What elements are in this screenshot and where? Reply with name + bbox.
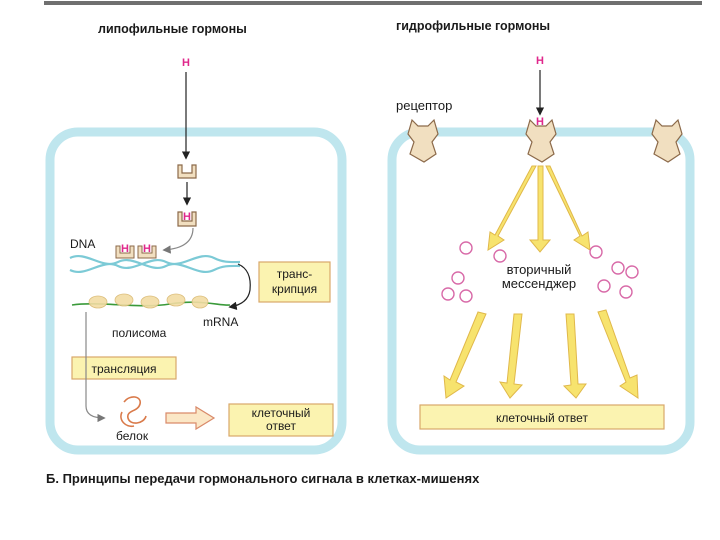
receptor-label: рецептор xyxy=(396,98,452,113)
label-line: транс- xyxy=(277,267,312,281)
signal-fan-arrows xyxy=(487,165,591,253)
dna-strand-b xyxy=(69,255,241,273)
dna-hormone-label-2: H xyxy=(143,243,151,255)
mrna-label: mRNA xyxy=(203,315,238,329)
dna-strand-a xyxy=(69,255,241,273)
top-rule xyxy=(44,1,702,5)
figure-caption: Б. Принципы передачи гормонального сигна… xyxy=(46,471,480,486)
transcription-box xyxy=(258,261,331,303)
heading-lipophilic: липофильные гормоны xyxy=(98,22,247,36)
bound-hormone-label: H xyxy=(536,116,544,128)
label-line: крипция xyxy=(272,282,317,296)
to-protein-arrow xyxy=(85,312,106,423)
membrane-receptor-icon xyxy=(651,118,683,163)
hormone-bound-receptor-icon xyxy=(525,118,557,163)
transcription-label: транс-крипция xyxy=(272,267,317,296)
to-response-arrow xyxy=(165,405,216,431)
translation-label: трансляция xyxy=(91,362,156,376)
protein-label: белок xyxy=(116,429,149,443)
dna-hormone-label-1: H xyxy=(121,243,129,255)
transcription-arrow xyxy=(228,263,251,311)
ribosome-icons xyxy=(88,293,209,309)
label-line: клеточный xyxy=(252,406,311,420)
right-response-label: клеточный ответ xyxy=(496,411,588,425)
label-line: ответ xyxy=(266,419,296,433)
hormone-receptor-complex-icon xyxy=(177,211,197,227)
cytosolic-receptor-icon xyxy=(177,164,197,179)
right-response-box xyxy=(419,404,665,430)
translation-box xyxy=(71,356,177,380)
dna-bound-complex-icon xyxy=(115,245,157,259)
membrane-receptor-icon xyxy=(407,118,439,163)
left-response-box xyxy=(228,403,334,437)
left-hormone-label: H xyxy=(182,57,190,69)
left-cell xyxy=(45,127,347,455)
label-line: вторичный xyxy=(507,262,572,277)
second-messenger-icons xyxy=(441,241,639,303)
response-arrows xyxy=(443,309,639,399)
dna-label: DNA xyxy=(70,237,95,251)
label-line: мессенджер xyxy=(502,276,576,291)
heading-hydrophilic: гидрофильные гормоны xyxy=(396,19,550,33)
protein-icon xyxy=(120,396,147,428)
complex-hormone-label: H xyxy=(183,211,191,223)
right-hormone-label: H xyxy=(536,55,544,67)
polysome-label: полисома xyxy=(112,326,167,340)
to-dna-arrow xyxy=(162,227,194,254)
